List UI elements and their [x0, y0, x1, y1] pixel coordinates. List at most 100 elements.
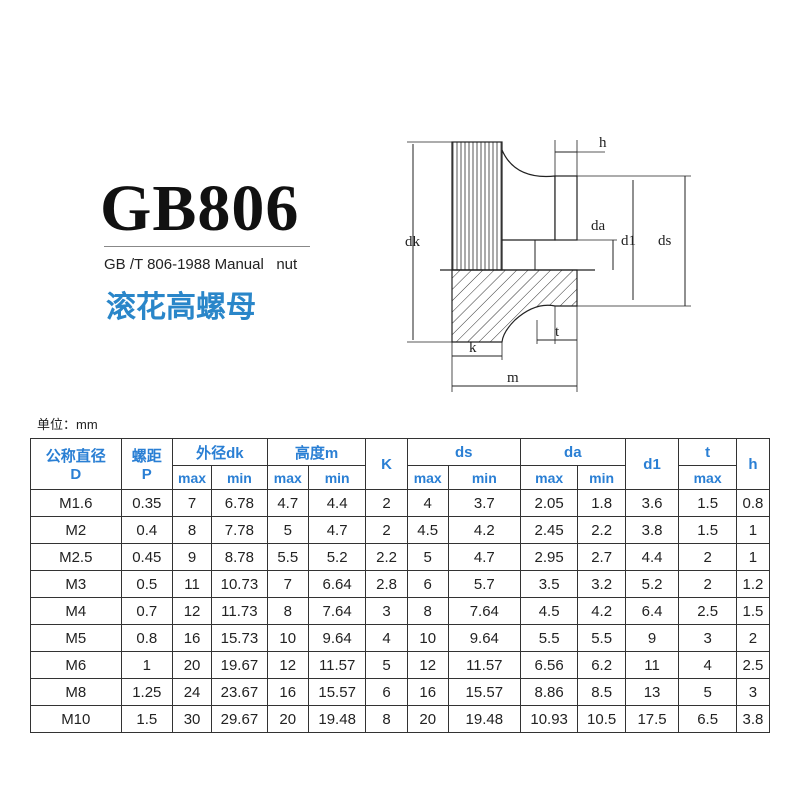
- technical-drawing: dk h da d1 ds k t m: [405, 135, 691, 392]
- table-cell: 5.7: [447, 570, 521, 598]
- table-cell: 1.5: [120, 705, 174, 733]
- label-ds: ds: [658, 233, 672, 249]
- table-cell: 2: [735, 624, 771, 652]
- table-cell: 2.95: [519, 543, 579, 571]
- label-da: da: [591, 218, 606, 234]
- knurled-head: [451, 141, 503, 271]
- subheader-max: max: [406, 465, 449, 490]
- table-cell: 10: [406, 624, 449, 652]
- table-cell: 0.7: [120, 597, 174, 625]
- table-cell: 0.35: [120, 489, 174, 517]
- table-cell: 0.8: [120, 624, 174, 652]
- table-cell: M3: [30, 570, 122, 598]
- table-cell: 7.64: [447, 597, 521, 625]
- table-cell: 7.64: [307, 597, 367, 625]
- table-cell: M10: [30, 705, 122, 733]
- table-cell: M2: [30, 516, 122, 544]
- table-cell: 10.5: [577, 705, 626, 733]
- table-cell: 1.2: [735, 570, 771, 598]
- table-cell: 8: [365, 705, 408, 733]
- table-cell: 1.5: [735, 597, 771, 625]
- subheader-max: max: [519, 465, 579, 490]
- header-nominal-diameter: 公称直径 D: [30, 438, 122, 490]
- table-cell: 8: [406, 597, 449, 625]
- table-cell: 10.73: [211, 570, 268, 598]
- table-cell: 13: [624, 678, 680, 706]
- table-cell: 9: [172, 543, 213, 571]
- table-cell: 2.8: [365, 570, 408, 598]
- table-cell: 9: [624, 624, 680, 652]
- table-cell: 2.5: [678, 597, 737, 625]
- table-cell: 23.67: [211, 678, 268, 706]
- table-cell: 4.7: [266, 489, 309, 517]
- table-cell: 1.25: [120, 678, 174, 706]
- label-m: m: [507, 370, 519, 386]
- table-cell: 11: [624, 651, 680, 679]
- table-cell: 10: [266, 624, 309, 652]
- table-cell: 2.05: [519, 489, 579, 517]
- table-cell: 5.5: [577, 624, 626, 652]
- header-dk: 外径dk: [172, 438, 268, 466]
- header-pitch: 螺距 P: [120, 438, 174, 490]
- table-cell: 6.78: [211, 489, 268, 517]
- table-cell: 2: [678, 543, 737, 571]
- chinese-title: 滚花高螺母: [106, 290, 256, 325]
- table-cell: 15.57: [447, 678, 521, 706]
- subheader-min: min: [577, 465, 626, 490]
- table-cell: 6: [406, 570, 449, 598]
- table-cell: 30: [172, 705, 213, 733]
- table-cell: M5: [30, 624, 122, 652]
- header-h: h: [735, 438, 771, 490]
- subheader-max: max: [678, 465, 737, 490]
- section-view: [451, 269, 578, 343]
- table-cell: 7: [172, 489, 213, 517]
- table-cell: 24: [172, 678, 213, 706]
- subheader-min: min: [211, 465, 268, 490]
- table-cell: 11: [172, 570, 213, 598]
- table-cell: 2: [365, 516, 408, 544]
- table-cell: 8.78: [211, 543, 268, 571]
- header-da: da: [519, 438, 626, 466]
- table-cell: 19.48: [447, 705, 521, 733]
- subheader-max: max: [266, 465, 309, 490]
- table-cell: 3: [678, 624, 737, 652]
- table-cell: 0.4: [120, 516, 174, 544]
- table-cell: 11.57: [307, 651, 367, 679]
- table-cell: 3.5: [519, 570, 579, 598]
- table-cell: 16: [172, 624, 213, 652]
- table-cell: 12: [172, 597, 213, 625]
- table-cell: 2: [365, 489, 408, 517]
- spec-table: 公称直径 D 螺距 P 外径dk 高度m K ds da d1 t h max …: [30, 438, 771, 733]
- table-cell: 29.67: [211, 705, 268, 733]
- table-cell: 7.78: [211, 516, 268, 544]
- table-cell: 5: [678, 678, 737, 706]
- table-cell: 1.5: [678, 489, 737, 517]
- label-d1: d1: [621, 233, 636, 249]
- table-cell: 2.45: [519, 516, 579, 544]
- subheader-min: min: [307, 465, 367, 490]
- table-cell: M1.6: [30, 489, 122, 517]
- label-k: k: [469, 340, 477, 356]
- table-cell: M8: [30, 678, 122, 706]
- table-cell: 4.7: [307, 516, 367, 544]
- table-cell: 0.5: [120, 570, 174, 598]
- shank: [554, 175, 578, 241]
- table-cell: M6: [30, 651, 122, 679]
- table-cell: M4: [30, 597, 122, 625]
- table-cell: 3.8: [624, 516, 680, 544]
- header-m: 高度m: [266, 438, 367, 466]
- table-cell: 4.2: [447, 516, 521, 544]
- table-cell: 2.7: [577, 543, 626, 571]
- standard-subtitle: GB /T 806-1988 Manual nut: [104, 256, 298, 273]
- label-dk: dk: [405, 234, 421, 250]
- header-k: K: [365, 438, 408, 490]
- table-cell: 1.5: [678, 516, 737, 544]
- table-cell: 1: [120, 651, 174, 679]
- table-cell: 15.73: [211, 624, 268, 652]
- table-cell: 9.64: [447, 624, 521, 652]
